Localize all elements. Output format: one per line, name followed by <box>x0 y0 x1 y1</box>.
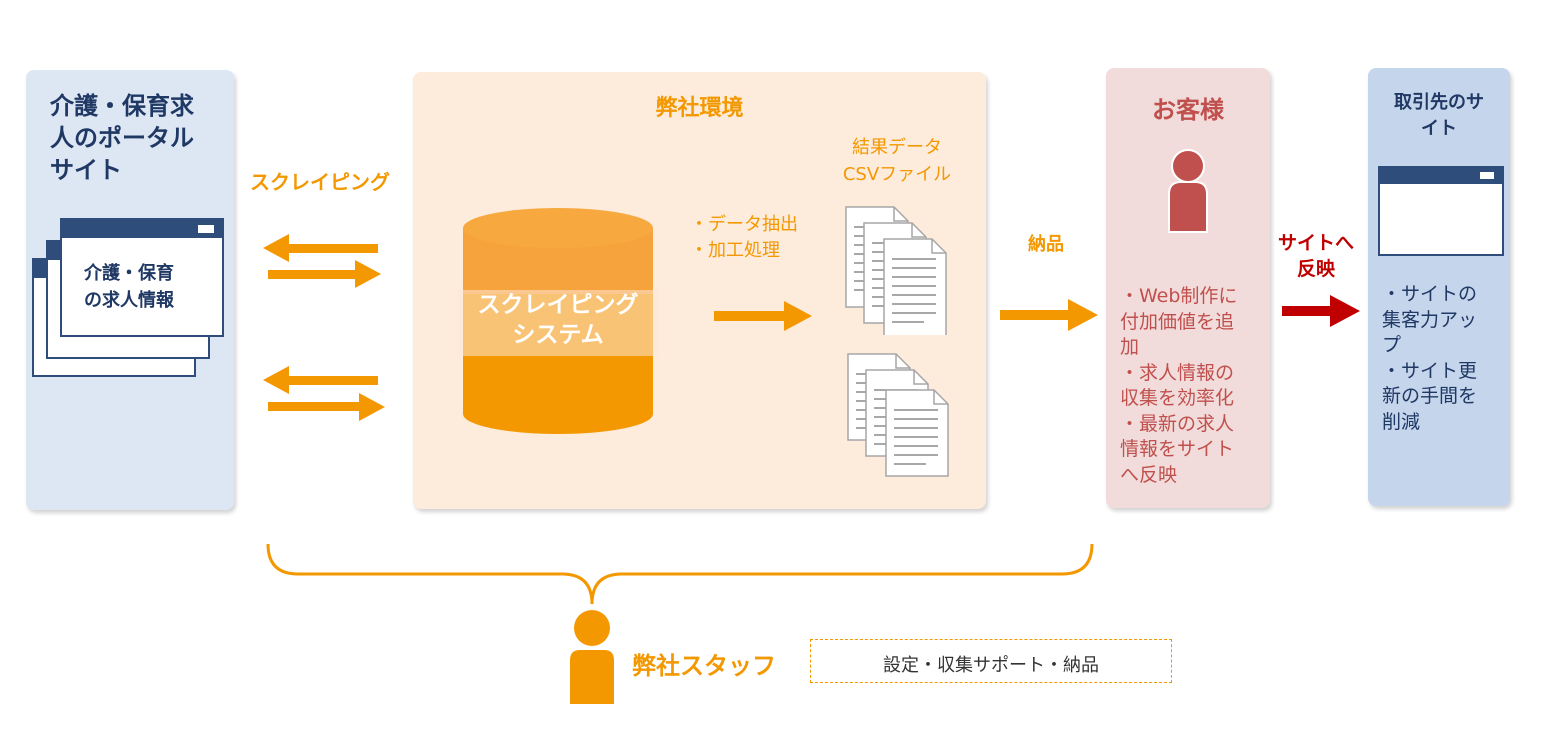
staff-label: 弊社スタッフ <box>632 652 776 680</box>
delivery-arrow-icon <box>1000 299 1098 331</box>
result-data-label: 結果データ CSVファイル <box>842 137 952 185</box>
customer-title: お客様 <box>1152 96 1224 124</box>
window-button-icon <box>198 225 214 233</box>
arrow-right-icon <box>268 260 381 288</box>
processing-steps: ・データ抽出 ・加工処理 <box>690 214 798 261</box>
csv-file-stack-icon <box>847 353 949 477</box>
scraping-arrows-upper <box>263 234 381 288</box>
scraping-system-label: スクレイピング システム <box>477 292 639 348</box>
staff-brace <box>266 543 1094 605</box>
partner-site-panel: 取引先のサ イト ・サイトの 集客力アッ プ ・サイト更 新の手間を 削減 <box>1368 68 1510 506</box>
portal-window-front: 介護・保育 の求人情報 <box>60 218 224 337</box>
reflect-arrow-icon <box>1282 295 1360 327</box>
window-title-bar <box>62 220 222 238</box>
scraping-arrows-lower <box>263 366 385 421</box>
arrow-left-icon <box>263 234 378 262</box>
delivery-label: 納品 <box>1028 234 1064 255</box>
arrow-right-icon <box>268 393 385 421</box>
scraping-label: スクレイピング <box>250 170 390 194</box>
customer-panel: お客様 ・Web制作に 付加価値を追 加 ・求人情報の 収集を効率化 ・最新の求… <box>1106 68 1270 508</box>
reflect-label: サイトへ 反映 <box>1277 232 1354 280</box>
customer-benefits: ・Web制作に 付加価値を追 加 ・求人情報の 収集を効率化 ・最新の求人 情報… <box>1120 285 1238 486</box>
staff-role-box: 設定・収集サポート・納品 <box>810 639 1172 683</box>
arrow-left-icon <box>263 366 378 394</box>
customer-person-icon <box>1168 149 1208 233</box>
partner-benefits: ・サイトの 集客力アッ プ ・サイト更 新の手間を 削減 <box>1382 283 1478 433</box>
company-environment-title: 弊社環境 <box>655 96 744 121</box>
portal-window-text: 介護・保育 の求人情報 <box>84 263 174 311</box>
portal-site-title: 介護・保育求 人のポータル サイト <box>50 92 194 184</box>
partner-site-title: 取引先のサ イト <box>1394 92 1484 139</box>
processing-arrow-icon <box>714 301 812 331</box>
database-icon <box>458 208 658 434</box>
partner-window-icon <box>1378 166 1504 256</box>
staff-person-icon <box>570 610 614 704</box>
csv-file-stack-icon <box>845 206 947 335</box>
staff-role-text: 設定・収集サポート・納品 <box>883 655 1099 676</box>
